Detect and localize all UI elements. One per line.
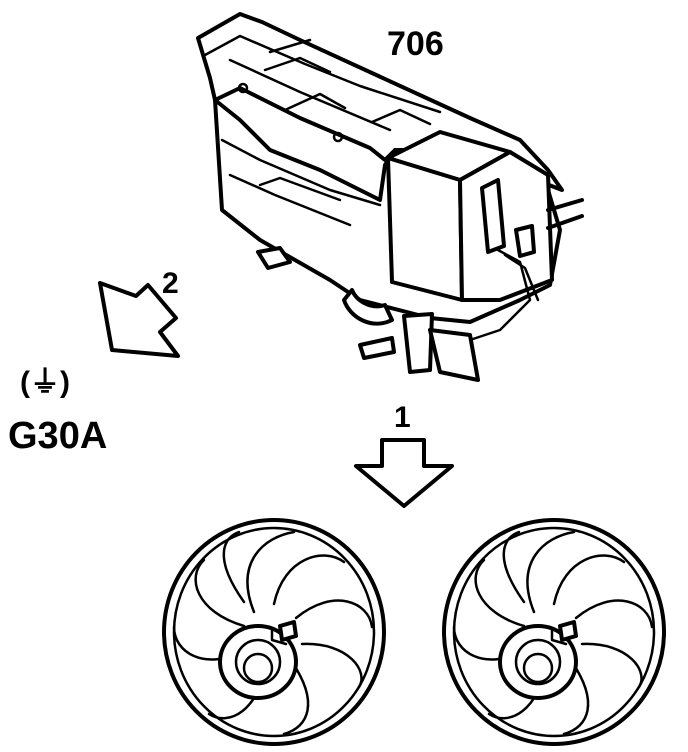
fan-right [442,518,666,746]
part-number-label: 706 [387,25,444,63]
control-module-706 [196,12,584,382]
ground-ref-label: G30A [8,415,107,457]
arrow-1-icon [354,438,454,508]
view-1-label: 1 [394,401,411,434]
ground-symbol: (⏚) [20,366,70,399]
view-2-label: 2 [162,267,179,300]
fan-left [162,518,386,746]
arrow-2-icon [98,281,180,358]
